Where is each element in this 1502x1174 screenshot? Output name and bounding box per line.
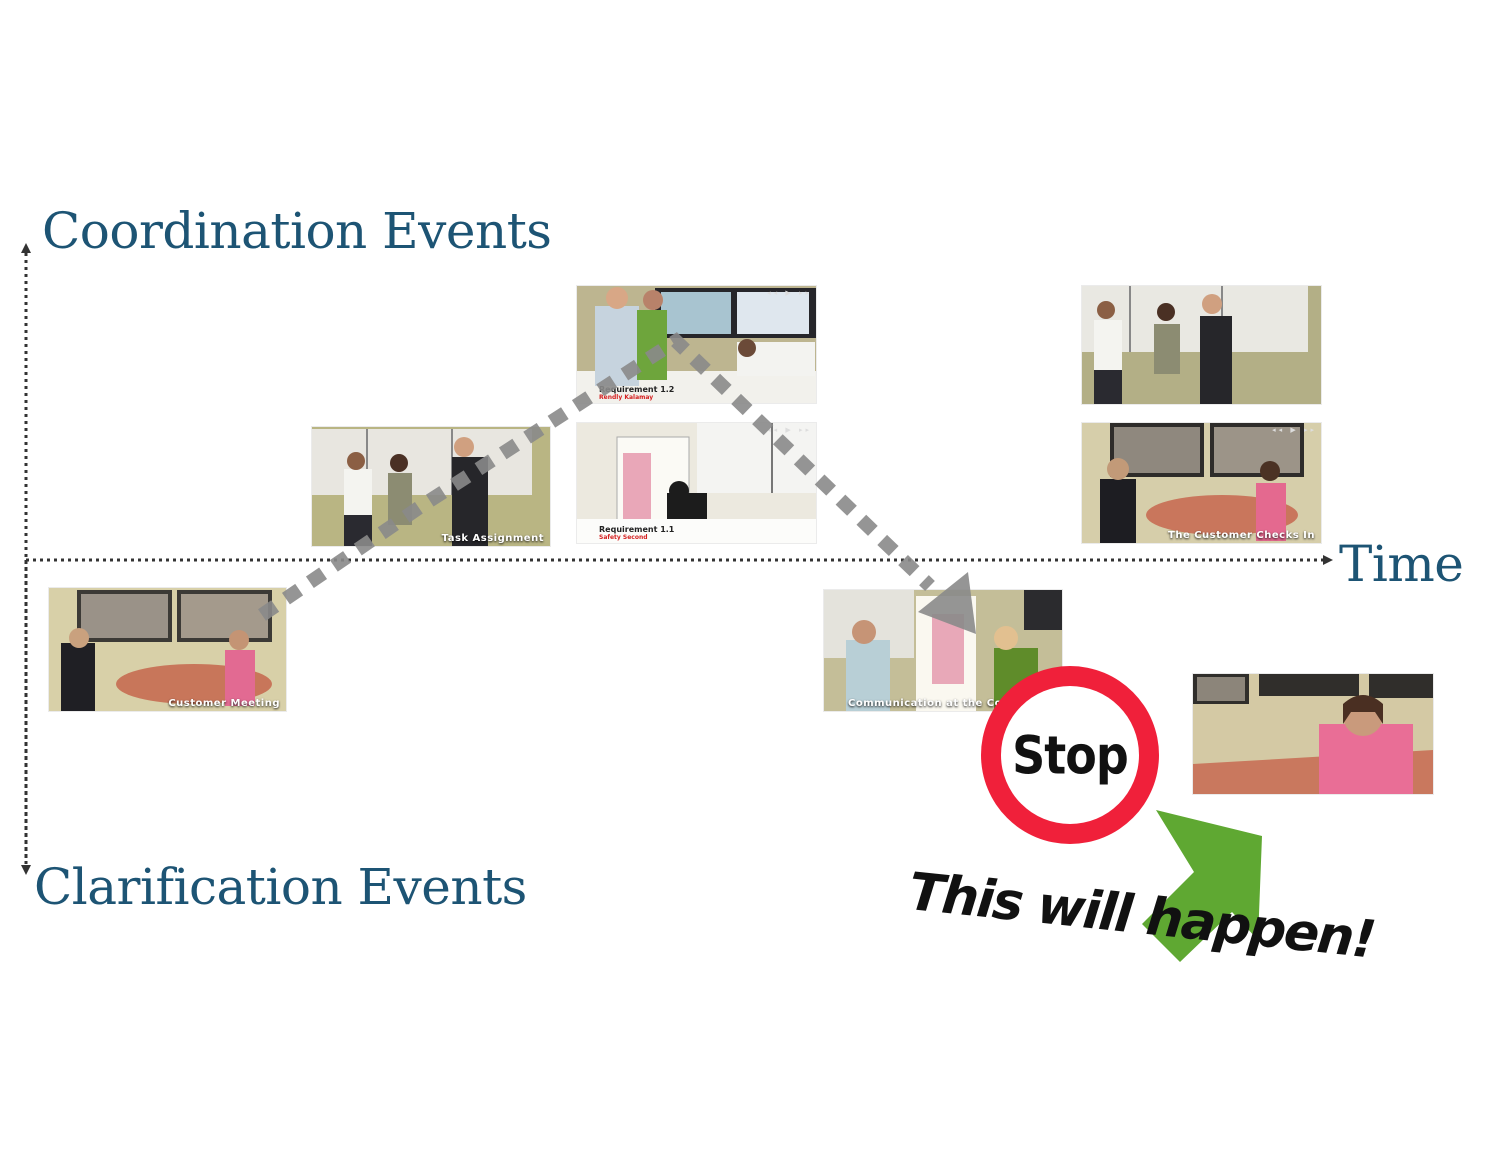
callout-text: This will happen!: [905, 862, 1377, 971]
time-axis-label: Time: [1339, 535, 1464, 593]
whiteboard-scene: [1082, 286, 1321, 404]
closeup-scene: [1193, 674, 1433, 794]
meeting-room-scene: [1082, 423, 1321, 543]
coordination-axis-label: Coordination Events: [42, 202, 552, 260]
clarification-axis-label: Clarification Events: [34, 858, 527, 916]
player-controls-icon: ◂◂ ▶ ▸▸: [767, 289, 812, 297]
player-controls-icon: ◂◂ ▶ ▸▸: [767, 426, 812, 434]
whiteboard-scene: [312, 427, 550, 546]
video-thumbnail-task-assignment[interactable]: Task Assignment: [312, 427, 550, 546]
stop-sign-text: Stop: [1012, 723, 1129, 787]
video-thumbnail-customer-checks-in[interactable]: ◂◂ ▶ ▸▸ The Customer Checks In: [1082, 423, 1321, 543]
thumbnail-caption: Communication at the Cof: [848, 698, 1007, 709]
stop-sign-icon: Stop: [981, 666, 1159, 844]
video-thumbnail-customer-closeup[interactable]: [1193, 674, 1433, 794]
meeting-room-scene: [49, 588, 286, 711]
thumbnail-caption: Customer Meeting: [168, 698, 280, 709]
video-thumbnail-customer-meeting[interactable]: Customer Meeting: [49, 588, 286, 711]
video-thumbnail-team-discussion[interactable]: [1082, 286, 1321, 404]
thumbnail-caption: The Customer Checks In: [1168, 530, 1315, 541]
thumbnail-caption: Task Assignment: [441, 533, 544, 544]
player-controls-icon: ◂◂ ▶ ▸▸: [1272, 426, 1317, 434]
